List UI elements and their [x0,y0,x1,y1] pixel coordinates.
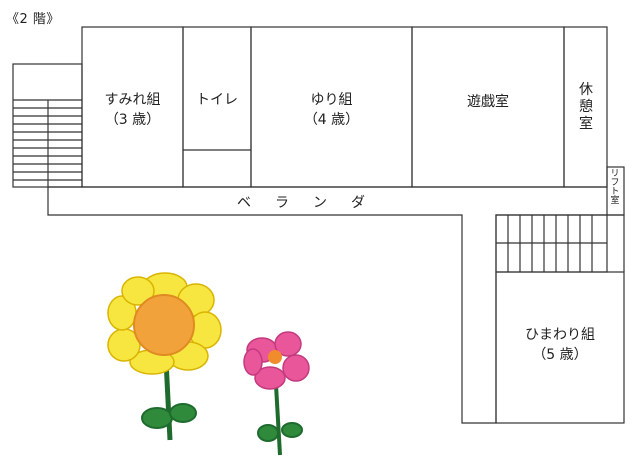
lift-char-4: 室 [610,196,620,206]
room-label-playroom: 遊戯室 [412,92,564,112]
room-name-toilet: トイレ [196,92,238,108]
lift-char-1: リ [610,169,620,179]
rest-char-1: 休 [579,82,593,98]
room-name-playroom: 遊戯室 [467,94,509,110]
sunflower-leaf-right [169,403,197,423]
veranda-char-1: ベ [237,195,253,211]
veranda-label: ベランダ [226,192,378,212]
room-label-sumire: すみれ組 （3 歳） [82,90,183,130]
pink-flower-center [268,350,282,364]
room-age-sumire: （3 歳） [104,112,161,128]
rest-char-3: 室 [579,116,593,132]
room-label-toilet: トイレ [183,90,251,110]
room-name-sumire: すみれ組 [104,92,161,108]
room-age-yuri: （4 歳） [303,112,360,128]
room-age-himawari: （5 歳） [532,347,588,363]
lift-char-2: フ [610,178,620,188]
pink-flower-illustration [243,331,310,456]
room-label-rest: 休 憩 室 [577,82,595,133]
veranda-char-3: ン [313,195,329,211]
rest-char-2: 憩 [579,99,593,115]
sunflower-center [133,294,195,356]
sunflower-leaf-left [141,407,173,429]
veranda-char-4: ダ [351,195,367,211]
floor-title: 《2 階》 [6,12,60,27]
sunflower-illustration [107,272,222,441]
room-name-yuri: ゆり組 [310,92,353,108]
room-himawari [495,271,625,424]
veranda-char-2: ラ [275,195,291,211]
lift-char-3: ト [610,187,620,197]
room-label-lift: リ フ ト 室 [609,170,621,206]
room-label-himawari: ひまわり組 （5 歳） [496,325,624,365]
room-name-himawari: ひまわり組 [525,327,595,343]
room-label-yuri: ゆり組 （4 歳） [251,90,412,130]
